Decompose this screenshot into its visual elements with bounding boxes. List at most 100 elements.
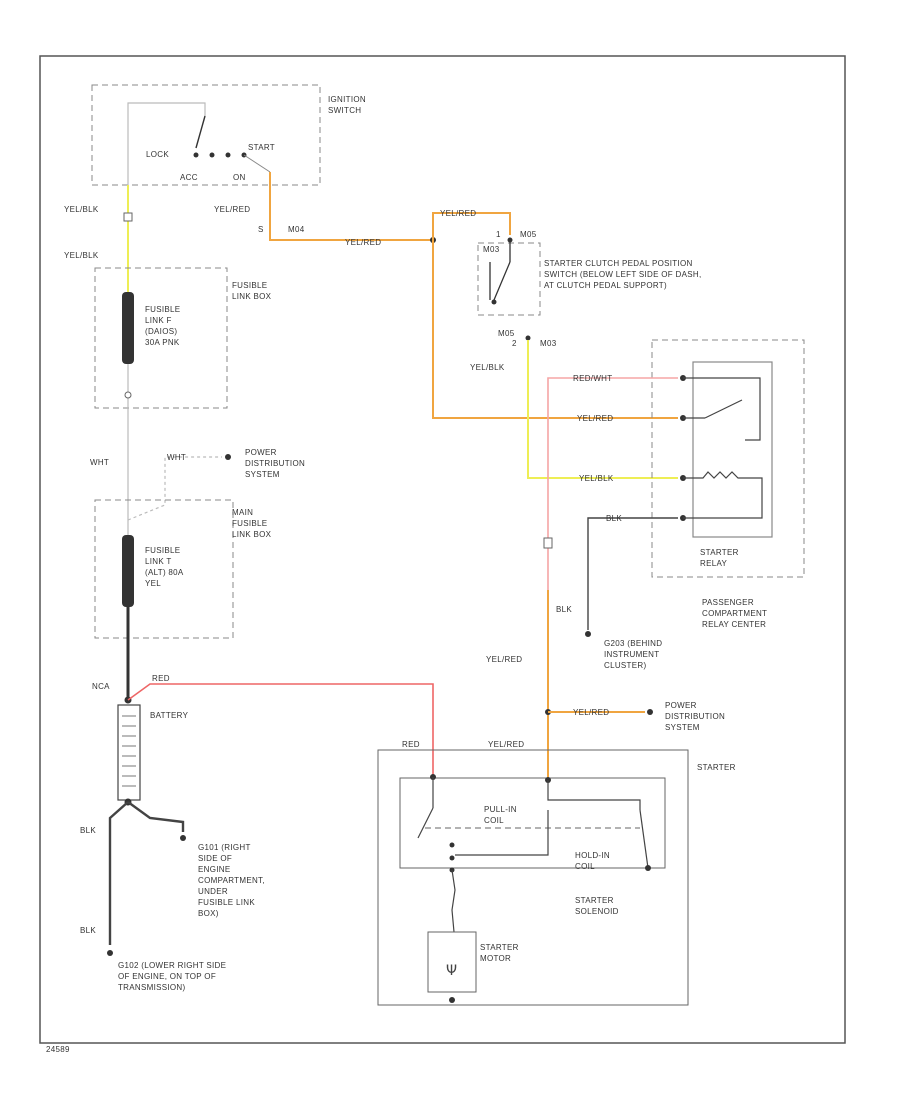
starter-solenoid-body	[399, 777, 666, 869]
label-line: DISTRIBUTION	[665, 712, 725, 721]
hold-in-coil	[455, 810, 549, 856]
red-wht-wire-relay-output	[547, 377, 678, 590]
label-line: SWITCH	[328, 106, 361, 115]
blk-ground-g102	[108, 801, 129, 945]
solenoid-motor-terminal-1	[449, 842, 455, 848]
relay-center-outline	[651, 339, 805, 578]
label-line: CLUSTER)	[604, 661, 646, 670]
label-line: LINK BOX	[232, 530, 272, 539]
hold-in-coil-terminal	[645, 865, 651, 871]
ignition-lock-label: LOCK	[146, 150, 169, 159]
red-cable-battery-to-starter	[127, 683, 434, 777]
clutch-switch-box	[477, 242, 541, 316]
wire-label-yel-red-1: YEL/RED	[214, 205, 250, 214]
clutch-switch-pin2-contact	[491, 299, 497, 305]
label-line: RELAY CENTER	[702, 620, 766, 629]
label-line: (ALT) 80A	[145, 568, 184, 577]
yel-red-wire-to-clutch-switch	[432, 212, 511, 240]
label-line: SYSTEM	[245, 470, 280, 479]
label-line: LINK T	[145, 557, 172, 566]
label-line: 30A PNK	[145, 338, 180, 347]
label-line: SYSTEM	[665, 723, 700, 732]
ignition-start-label: START	[248, 143, 275, 152]
solenoid-motor-terminal-2	[449, 855, 455, 861]
clutch-switch-m05-bottom: M05	[498, 329, 515, 338]
label-line: TRANSMISSION)	[118, 983, 185, 992]
starter-motor-body	[427, 931, 477, 993]
wire-label-wht-1: WHT	[90, 458, 109, 467]
motor-symbol-icon: Ψ	[446, 963, 457, 979]
relay-switch-blade	[704, 399, 743, 419]
starter-relay-body	[692, 361, 773, 538]
yel-red-wire-to-starter-relay	[432, 240, 678, 419]
motor-feed-wire	[451, 869, 456, 933]
hold-in-coil-ground	[639, 809, 649, 869]
label-line: RELAY	[700, 559, 728, 568]
blk-wire-relay-ground	[587, 517, 678, 630]
label-line: COIL	[484, 816, 504, 825]
clutch-switch-m05-label: M05	[520, 230, 537, 239]
wire-label-red-1: RED	[152, 674, 170, 683]
starter-outline	[377, 749, 689, 1006]
label-line: LINK BOX	[232, 292, 272, 301]
wire-label-red-wht: RED/WHT	[573, 374, 612, 383]
ignition-contact-on	[225, 152, 231, 158]
label-line: ENGINE	[198, 865, 230, 874]
wire-label-yel-blk-3: YEL/BLK	[470, 363, 505, 372]
wire-label-nca: NCA	[92, 682, 110, 691]
wire-label-wht-2: WHT	[167, 453, 186, 462]
connector-s1	[123, 212, 133, 222]
wire-label-yel-red-2: YEL/RED	[345, 238, 381, 247]
wire-label-yel-blk-1: YEL/BLK	[64, 205, 99, 214]
yel-red-wire-ignition-start	[269, 172, 433, 241]
connector-red-wht	[543, 537, 553, 549]
label-line: COMPARTMENT	[702, 609, 767, 618]
label-line: YEL	[145, 579, 161, 588]
ignition-switch-box	[91, 84, 321, 186]
battery: BATTERY	[117, 696, 188, 806]
ignition-on-label: ON	[233, 173, 246, 182]
wire-label-yel-red-3: YEL/RED	[440, 209, 476, 218]
wire-label-yel-red-6: YEL/RED	[573, 708, 609, 717]
diagram-id: 24589	[46, 1045, 70, 1054]
wht-wire-power-dist	[127, 456, 222, 521]
yel-blk-wire-clutch-to-relay	[527, 340, 678, 479]
wire-label-blk-relay: BLK	[606, 514, 622, 523]
label-line: COIL	[575, 862, 595, 871]
wire-label-yel-blk-4: YEL/BLK	[579, 474, 614, 483]
label-line: SOLENOID	[575, 907, 619, 916]
label-line: BOX)	[198, 909, 219, 918]
wire-label-blk-1: BLK	[80, 826, 96, 835]
wire-label-yel-red-4: YEL/RED	[577, 414, 613, 423]
ground-g203-terminal	[585, 631, 591, 637]
fusible-link-box-outline	[94, 267, 228, 409]
label-line: INSTRUMENT	[604, 650, 659, 659]
fusible-link-f	[122, 292, 134, 364]
label-line: FUSIBLE	[232, 519, 267, 528]
diagram-frame	[39, 55, 846, 1044]
label-line: COMPARTMENT,	[198, 876, 265, 885]
clutch-switch-pin1-label: 1	[496, 230, 501, 239]
wire-label-blk-2: BLK	[80, 926, 96, 935]
label-line: OF ENGINE, ON TOP OF	[118, 972, 216, 981]
ignition-contact-acc	[209, 152, 215, 158]
starter-label: STARTER	[697, 763, 736, 772]
clutch-switch-m03-bottom: M03	[540, 339, 557, 348]
label-line: FUSIBLE LINK	[198, 898, 255, 907]
